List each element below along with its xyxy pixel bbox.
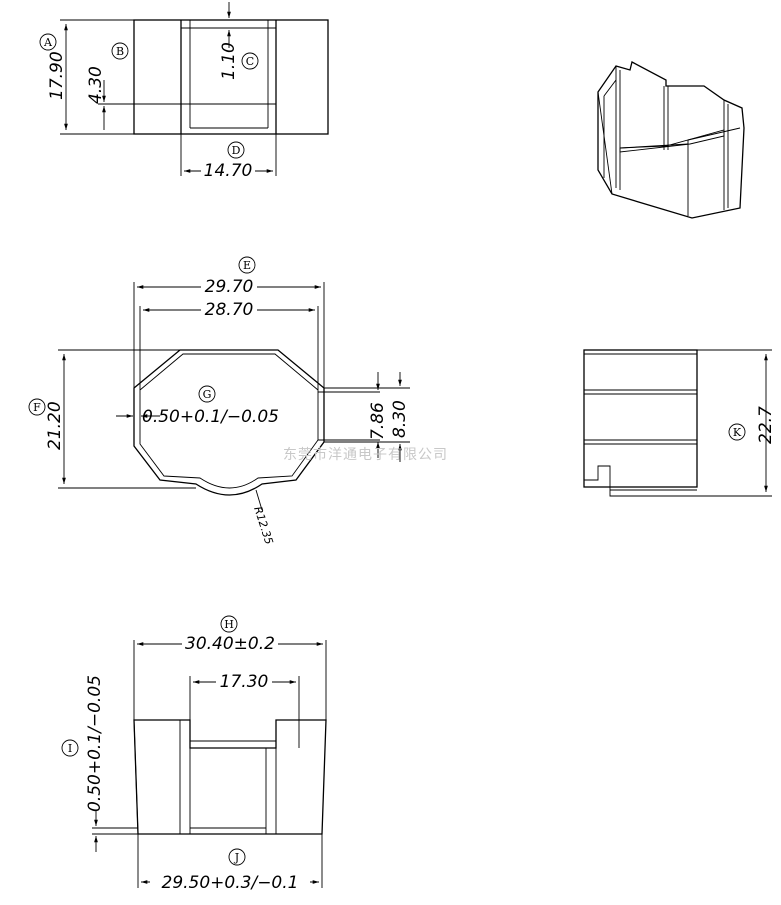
svg-text:D: D [232, 144, 241, 157]
dim-top-width: 30.40±0.2 [185, 634, 275, 654]
plan-view: 29.70 28.70 21.20 0.50+0.1/−0.05 7.86 8.… [28, 256, 410, 546]
dim-outer-width: 29.70 [205, 277, 254, 297]
dim-gap-outer: 8.30 [390, 400, 410, 438]
marker-h: H [220, 615, 238, 633]
marker-k: K [728, 423, 746, 441]
svg-text:I: I [68, 742, 72, 755]
dim-bottom-width: 29.50+0.3/−0.1 [162, 873, 299, 893]
svg-text:J: J [234, 851, 239, 864]
marker-j: J [228, 848, 246, 866]
dim-front-thickness: 0.50+0.1/−0.05 [85, 675, 105, 812]
dim-radius: R12.35 [251, 505, 275, 546]
svg-text:A: A [43, 36, 53, 49]
dim-inner-width: 28.70 [205, 300, 254, 320]
marker-b: B [111, 42, 129, 60]
svg-text:E: E [243, 259, 251, 272]
watermark: 东莞市洋通电子有限公司 [283, 446, 448, 463]
marker-d: D [227, 141, 245, 159]
side-view-top-left: 17.90 4.30 1.10 14.70 A B C D [39, 2, 329, 181]
svg-text:H: H [224, 618, 234, 631]
svg-text:K: K [733, 426, 742, 439]
marker-g: G [198, 385, 216, 403]
svg-text:B: B [116, 45, 124, 58]
marker-e: E [238, 256, 256, 274]
marker-c: C [241, 52, 259, 70]
marker-a: A [39, 33, 57, 51]
dim-slot-depth: 4.30 [86, 66, 106, 104]
svg-text:G: G [203, 388, 212, 401]
dim-gap-inner: 7.86 [368, 402, 388, 440]
dim-height-total: 17.90 [47, 51, 67, 100]
isometric-view [597, 61, 745, 219]
dim-slot-width: 14.70 [204, 161, 253, 181]
marker-f: F [28, 398, 46, 416]
dim-side-height: 22.7 [756, 406, 776, 444]
dim-front-slot-width: 17.30 [220, 672, 269, 692]
side-view-right: 22.7 K [583, 349, 776, 497]
dim-plan-thickness: 0.50+0.1/−0.05 [142, 407, 279, 427]
marker-i: I [61, 739, 79, 757]
svg-text:F: F [33, 401, 41, 414]
front-view: 30.40±0.2 17.30 0.50+0.1/−0.05 29.50+0.3… [61, 615, 327, 893]
svg-text:C: C [246, 55, 254, 68]
dim-tab-height: 1.10 [219, 42, 239, 80]
dim-plan-height: 21.20 [45, 401, 65, 450]
